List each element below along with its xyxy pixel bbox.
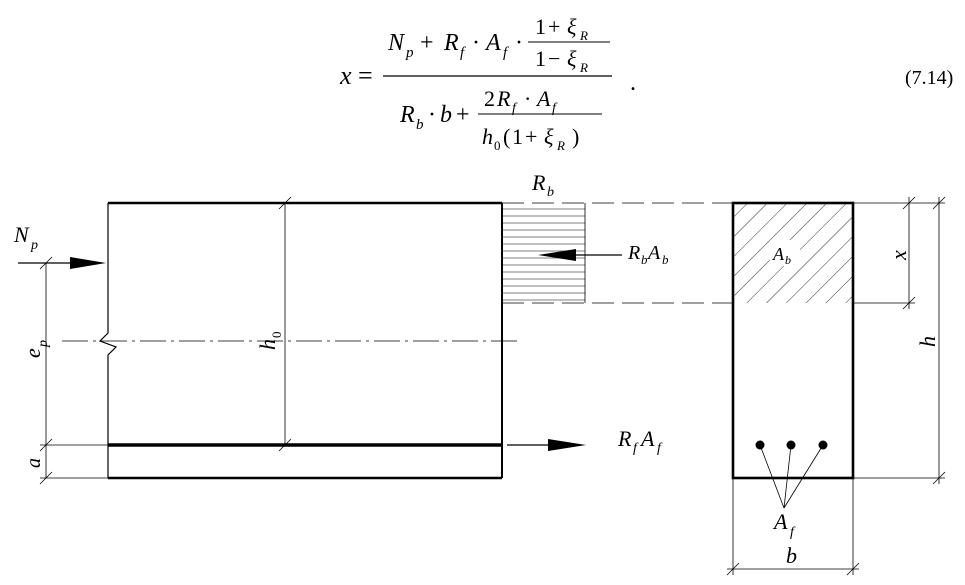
- eq-A-f-2-sub: f: [552, 101, 558, 116]
- eq-dot-2: ·: [515, 30, 523, 56]
- eq-R-f-2: R: [496, 86, 511, 111]
- eq-minus-1: −: [548, 46, 560, 71]
- svg-text:a: a: [23, 458, 45, 468]
- eq-h-sub-0: 0: [494, 138, 501, 153]
- eq-N-sub-p: p: [405, 45, 414, 61]
- x-label: x: [886, 250, 911, 261]
- svg-text:b: b: [662, 252, 669, 267]
- rfaf-label: R f A f: [617, 426, 663, 456]
- section-outline: [731, 201, 855, 480]
- eq-xi-1-sub: R: [579, 28, 588, 43]
- rbab-label: R b A b: [627, 242, 669, 267]
- rbab-arrowhead: [538, 249, 576, 261]
- eq-xi-2-sub: R: [579, 60, 588, 75]
- svg-text:f: f: [633, 441, 639, 456]
- svg-text:f: f: [657, 441, 663, 456]
- svg-text:e: e: [20, 348, 45, 358]
- svg-text:b: b: [785, 253, 791, 267]
- eq-plus-4: +: [525, 124, 537, 149]
- x-tick-bottom: [902, 296, 916, 310]
- rb-label-sub: b: [547, 185, 554, 200]
- np-arrowhead: [70, 257, 106, 269]
- rfaf-arrowhead: [548, 439, 586, 451]
- eq-one-3: 1: [512, 124, 523, 149]
- eq-plus-3: +: [456, 102, 470, 128]
- equation-7-14: x = N p + R f · A f · 1 + ξ R 1 − ξ R R …: [339, 14, 953, 153]
- eq-lhs-x: x: [339, 61, 352, 90]
- svg-text:x: x: [886, 250, 911, 261]
- svg-text:R: R: [627, 242, 640, 264]
- eq-R-sub-f: f: [460, 45, 466, 61]
- np-label: N: [13, 222, 30, 247]
- af-label: A: [772, 509, 788, 534]
- h-label: h: [915, 336, 940, 347]
- eq-N: N: [387, 30, 406, 56]
- svg-text:A: A: [639, 426, 655, 451]
- eq-R-sub-b: b: [416, 117, 424, 133]
- ep-tick-bottom: [39, 438, 53, 452]
- eq-lparen: (: [503, 124, 510, 149]
- svg-text:0: 0: [269, 332, 284, 339]
- stress-block-hatching: [502, 208, 585, 301]
- eq-xi-2: ξ: [567, 46, 577, 71]
- eq-xi-1: ξ: [567, 14, 577, 39]
- svg-text:A: A: [646, 242, 661, 264]
- af-leader-3: [783, 444, 824, 509]
- h0-tick-top: [278, 196, 292, 210]
- eq-two: 2: [484, 86, 495, 111]
- svg-text:R: R: [617, 426, 632, 451]
- eq-h: h: [482, 124, 493, 149]
- af-label-sub: f: [790, 525, 796, 540]
- af-leader-1: [759, 444, 785, 509]
- eq-dot-1: ·: [472, 30, 480, 56]
- svg-text:h: h: [255, 339, 280, 350]
- eq-rparen: ): [572, 124, 579, 149]
- beam-left-break-line: [98, 203, 118, 478]
- eq-R: R: [443, 30, 459, 56]
- ab-label: A b: [770, 240, 800, 267]
- np-label-sub: p: [30, 238, 38, 253]
- eq-xi-3-sub: R: [556, 138, 565, 153]
- ep-tick-top: [39, 256, 53, 270]
- h-tick-bottom: [932, 471, 946, 485]
- h-tick-top: [932, 196, 946, 210]
- eq-one-1: 1: [535, 14, 546, 39]
- eq-plus-2: +: [548, 14, 560, 39]
- equation-number: (7.14): [905, 67, 953, 89]
- ep-label: e p: [20, 340, 51, 358]
- eq-plus-1: +: [420, 30, 434, 56]
- eq-dot-4: ·: [524, 86, 531, 111]
- beam-elevation: h 0 N p e p a R f A f: [13, 196, 663, 485]
- a-tick-bottom: [39, 471, 53, 485]
- eq-R-f-2-sub: f: [512, 101, 518, 116]
- svg-text:h: h: [915, 336, 940, 347]
- h0-label: h 0: [255, 332, 284, 351]
- svg-text:b: b: [641, 252, 648, 267]
- eq-xi-3: ξ: [544, 124, 554, 149]
- eq-A-sub-f: f: [503, 45, 509, 61]
- eq-dot-3: ·: [428, 102, 436, 128]
- svg-text:p: p: [36, 340, 51, 348]
- stress-block: R b R b A b: [502, 170, 733, 304]
- eq-R-b: R: [399, 102, 415, 128]
- b-tick-left: [726, 562, 740, 576]
- rb-label: R: [531, 170, 546, 195]
- eq-A-f-2: A: [535, 86, 551, 111]
- af-leader-2: [783, 444, 792, 509]
- eq-b: b: [440, 102, 452, 128]
- a-label: a: [23, 458, 45, 468]
- eq-one-2: 1: [535, 46, 546, 71]
- x-tick-top: [902, 196, 916, 210]
- eq-A: A: [484, 30, 501, 56]
- h0-tick-bottom: [278, 438, 292, 452]
- svg-text:A: A: [772, 244, 785, 264]
- eq-period: .: [630, 70, 636, 96]
- eq-equals: =: [358, 61, 373, 90]
- b-tick-right: [846, 562, 860, 576]
- cross-section: A b A f b x h: [726, 196, 946, 576]
- b-label: b: [786, 543, 797, 568]
